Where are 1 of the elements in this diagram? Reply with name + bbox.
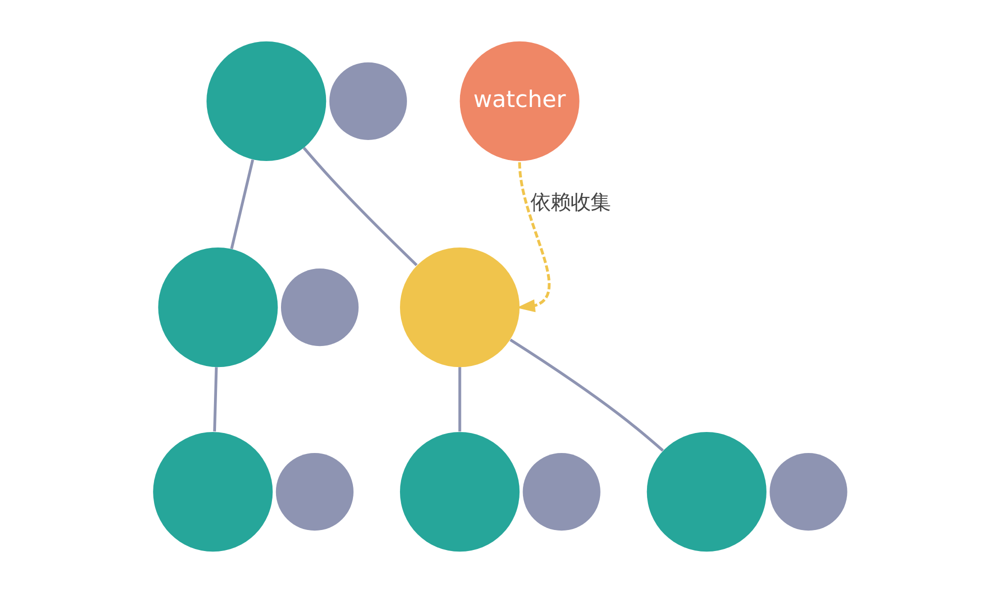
edge-label: 依赖收集	[530, 190, 610, 214]
